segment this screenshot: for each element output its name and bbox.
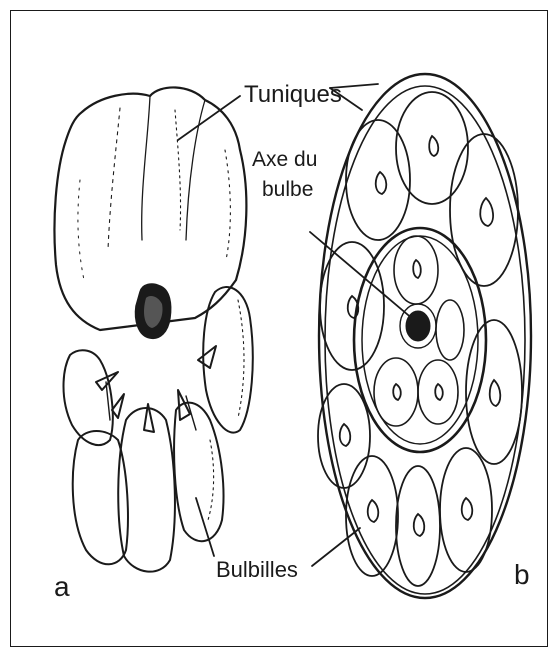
clove-bud <box>376 172 387 194</box>
label-tuniques: Tuniques <box>244 81 342 108</box>
clove-bud <box>393 384 401 400</box>
clove <box>440 448 492 572</box>
label-axe-line1: Axe du <box>252 148 317 171</box>
label-panel-b: b <box>514 559 530 590</box>
clove-bud <box>368 500 379 522</box>
bulb-fold-line <box>142 96 150 240</box>
clove <box>466 320 522 464</box>
label-axe-line2: bulbe <box>262 178 313 201</box>
clove-bud <box>480 198 493 226</box>
clove-bud <box>340 424 351 446</box>
inner-clove <box>436 300 464 360</box>
clove-bud <box>429 136 438 156</box>
clove-bud <box>490 380 501 406</box>
bulb-texture <box>225 150 230 260</box>
clove <box>346 120 410 240</box>
bulbil-tip <box>198 346 216 368</box>
bulb-fold-line <box>186 100 205 240</box>
inner-clove <box>374 358 418 426</box>
label-panel-a: a <box>54 571 70 602</box>
clove <box>450 134 518 286</box>
clove <box>396 466 440 586</box>
bulb-texture <box>175 110 181 230</box>
clove-bud <box>435 384 443 400</box>
inner-clove <box>418 360 458 424</box>
whole-bulb-illustration <box>54 87 252 571</box>
bulbil-tip <box>112 394 124 418</box>
clove-bud <box>462 498 473 520</box>
bulb-texture <box>78 180 84 280</box>
bulbil-texture <box>208 440 214 520</box>
cross-section-illustration <box>318 74 531 598</box>
bulbil-texture <box>238 300 244 418</box>
clove <box>318 384 370 488</box>
clove-bud <box>413 260 421 278</box>
bulbil <box>174 403 223 542</box>
inner-clove <box>394 236 438 304</box>
label-bulbilles: Bulbilles <box>216 557 298 582</box>
clove <box>346 456 398 576</box>
leader-bulbilles-b <box>312 528 360 566</box>
bulbil <box>64 350 113 445</box>
clove-bud <box>414 514 425 536</box>
bulbil-stalk <box>186 396 196 430</box>
clove <box>396 92 468 204</box>
bulb-texture <box>108 108 120 250</box>
